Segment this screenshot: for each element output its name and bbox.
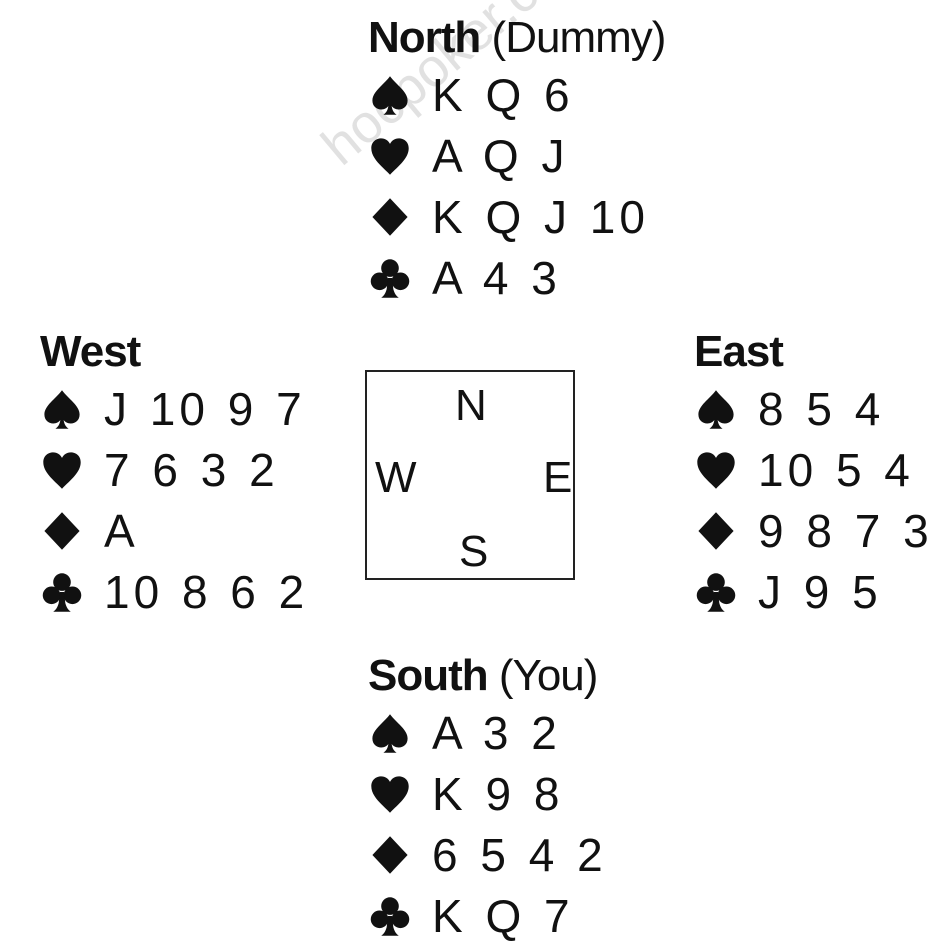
suit-row-spades: A 3 2 [368, 702, 607, 763]
suit-row-diamonds: 9 8 7 3 [694, 500, 932, 561]
cards-diamonds: K Q J 10 [432, 190, 649, 243]
hand-header: West [40, 326, 308, 378]
cards-spades: 8 5 4 [758, 382, 885, 435]
suit-row-spades: K Q 6 [368, 64, 665, 125]
club-icon [368, 256, 412, 300]
hand-name: North [368, 13, 481, 62]
hand-name: East [694, 327, 784, 376]
compass-north-label: N [455, 381, 487, 430]
suit-row-clubs: J 9 5 [694, 561, 932, 622]
hand-name: South [368, 651, 489, 700]
cards-diamonds: 9 8 7 3 [758, 504, 932, 557]
spade-icon [368, 73, 412, 117]
compass-east-label: E [543, 453, 573, 502]
hand-role: (Dummy) [491, 13, 667, 62]
club-icon [694, 570, 738, 614]
suit-row-diamonds: K Q J 10 [368, 186, 665, 247]
cards-clubs: J 9 5 [758, 565, 882, 618]
hand-north: North (Dummy) K Q 6 A Q J K Q J 10 A 4 3 [368, 12, 667, 308]
suit-row-diamonds: A [40, 500, 308, 561]
heart-icon [694, 448, 738, 492]
heart-icon [40, 448, 84, 492]
suit-row-hearts: A Q J [368, 125, 665, 186]
cards-spades: A 3 2 [432, 706, 561, 759]
cards-diamonds: 6 5 4 2 [432, 828, 607, 881]
suit-row-diamonds: 6 5 4 2 [368, 824, 607, 885]
suit-row-hearts: K 9 8 [368, 763, 607, 824]
suit-row-clubs: 10 8 6 2 [40, 561, 308, 622]
spade-icon [40, 387, 84, 431]
cards-diamonds: A [104, 504, 139, 557]
cards-spades: K Q 6 [432, 68, 574, 121]
hand-header: South (You) [368, 650, 607, 702]
suit-row-clubs: K Q 7 [368, 885, 607, 946]
cards-clubs: 10 8 6 2 [104, 565, 309, 618]
hand-header: North (Dummy) [368, 12, 667, 64]
spade-icon [694, 387, 738, 431]
hand-role: (You) [498, 651, 599, 700]
suit-row-spades: J 10 9 7 [40, 378, 308, 439]
cards-clubs: K Q 7 [432, 889, 574, 942]
hand-south: South (You) A 3 2 K 9 8 6 5 4 2 K Q 7 [368, 650, 607, 946]
diamond-icon [694, 509, 738, 553]
compass-west-label: W [375, 453, 417, 502]
suit-row-hearts: 10 5 4 [694, 439, 932, 500]
cards-hearts: A Q J [432, 129, 569, 182]
cards-clubs: A 4 3 [432, 251, 561, 304]
spade-icon [368, 711, 412, 755]
hand-name: West [40, 327, 141, 376]
cards-spades: J 10 9 7 [104, 382, 306, 435]
cards-hearts: 7 6 3 2 [104, 443, 279, 496]
compass-south-label: S [459, 527, 489, 576]
suit-row-hearts: 7 6 3 2 [40, 439, 308, 500]
heart-icon [368, 772, 412, 816]
heart-icon [368, 134, 412, 178]
compass-box: N W E S [365, 370, 575, 580]
club-icon [368, 894, 412, 938]
suit-row-clubs: A 4 3 [368, 247, 665, 308]
cards-hearts: 10 5 4 [758, 443, 914, 496]
hand-west: West J 10 9 7 7 6 3 2 A 10 8 6 2 [40, 326, 308, 622]
diamond-icon [368, 195, 412, 239]
diamond-icon [368, 833, 412, 877]
cards-hearts: K 9 8 [432, 767, 564, 820]
suit-row-spades: 8 5 4 [694, 378, 932, 439]
diamond-icon [40, 509, 84, 553]
hand-east: East 8 5 4 10 5 4 9 8 7 3 J 9 5 [694, 326, 932, 622]
hand-header: East [694, 326, 932, 378]
club-icon [40, 570, 84, 614]
